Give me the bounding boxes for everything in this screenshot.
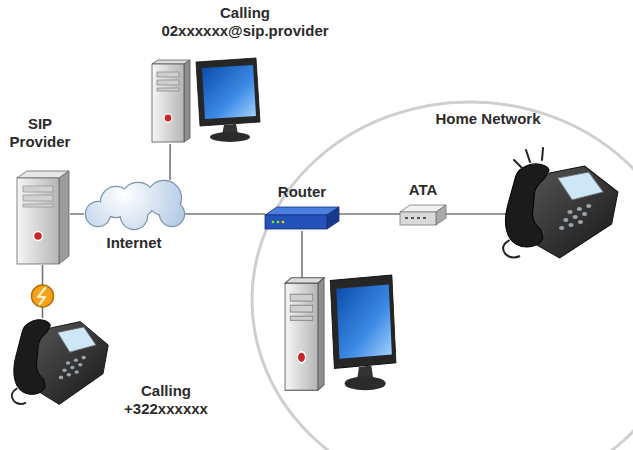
ring-marks [514, 148, 543, 168]
ata-adapter-shape [400, 203, 446, 227]
node-label: Calling 02xxxxxx@sip.provider [150, 4, 340, 40]
ringing-phone [503, 164, 618, 258]
router-computer-wire [301, 231, 303, 278]
internet-cloud: Internet [84, 180, 184, 230]
calling-computer: Calling 02xxxxxx@sip.provider [150, 58, 262, 144]
network-link [339, 213, 400, 215]
home-network-zone-shape [250, 100, 633, 450]
node-label: SIP Provider [0, 115, 80, 151]
zone-outline [252, 102, 633, 450]
ata-phone-wire [446, 213, 508, 215]
network-link [184, 213, 265, 215]
internet-cloud-shape [84, 180, 184, 230]
router-icon [265, 207, 339, 229]
node-label: Router [255, 183, 349, 201]
calling-phone: Calling +322xxxxxx [5, 318, 110, 408]
router-device-shape [265, 205, 339, 231]
node-label: Home Network [418, 110, 558, 128]
node-label: Calling +322xxxxxx [111, 382, 221, 418]
calling-phone-shape [5, 318, 110, 408]
cloud-icon [86, 181, 184, 229]
node-label: Internet [84, 234, 184, 252]
ata-icon [400, 205, 446, 225]
link-icon [32, 285, 54, 307]
router-device: Router [265, 205, 339, 231]
ata-adapter: ATA [400, 203, 446, 227]
sip-provider-server: SIP Provider [15, 170, 70, 265]
home-network-zone: Home NetworkRouterATA [250, 100, 633, 450]
home-computer [285, 275, 396, 390]
network-link [70, 213, 84, 215]
network-link [169, 144, 171, 180]
calling-computer-shape [150, 58, 262, 144]
server-icon [17, 171, 69, 264]
sip-provider-server-shape [15, 170, 70, 265]
phone-icon [12, 320, 108, 405]
node-label: ATA [383, 181, 463, 199]
pc-icon [152, 58, 260, 142]
